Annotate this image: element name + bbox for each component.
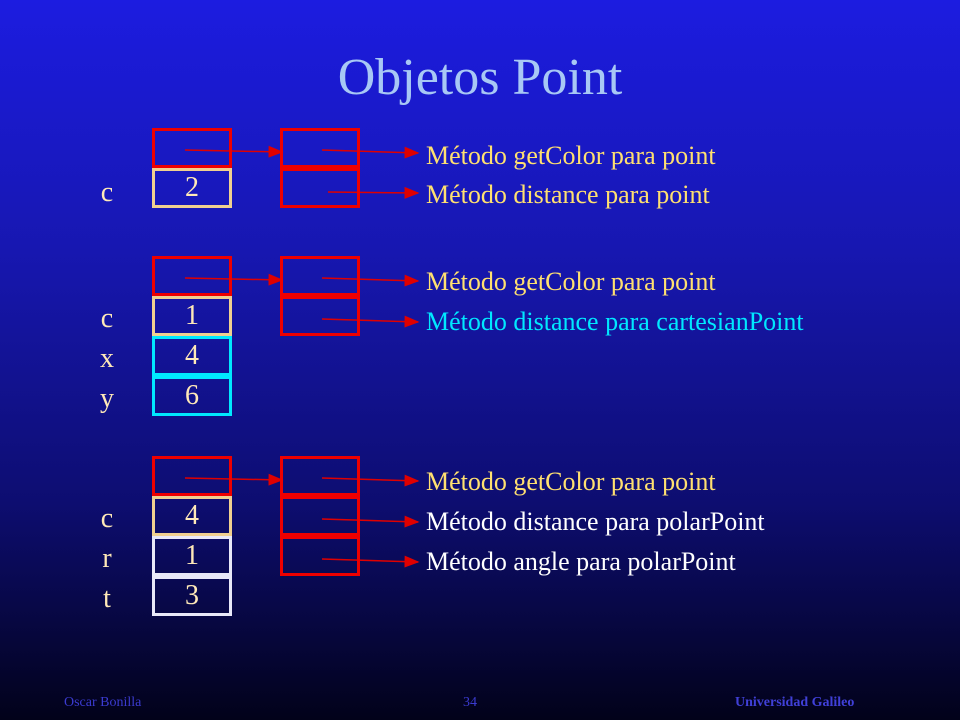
- field-value-r: 1: [152, 536, 232, 576]
- field-name-t: t: [103, 583, 111, 614]
- method-label: Método getColor para point: [426, 141, 716, 170]
- field-value-c: 2: [152, 168, 232, 208]
- method-label: Método distance para cartesianPoint: [426, 307, 804, 336]
- method-label: Método getColor para point: [426, 267, 716, 296]
- vptr-arrow-1: [184, 145, 284, 158]
- method-label: Método angle para polarPoint: [426, 547, 736, 576]
- vtable-slot: [280, 536, 360, 576]
- vptr-cell-3: [152, 456, 232, 496]
- vptr-cell-1: [152, 128, 232, 168]
- method-arrow-1-1: [321, 146, 420, 159]
- vtable-slot: [280, 128, 360, 168]
- method-label: Método getColor para point: [426, 467, 716, 496]
- method-label: Método distance para polarPoint: [426, 507, 765, 536]
- vtable-slot: [280, 296, 360, 336]
- vtable-slot: [280, 256, 360, 296]
- method-label: Método distance para point: [426, 180, 710, 209]
- field-name-c: c: [100, 503, 114, 534]
- method-arrow-2-1: [321, 274, 420, 287]
- field-value-t: 3: [152, 576, 232, 616]
- vtable-slot: [280, 496, 360, 536]
- vptr-cell-2: [152, 256, 232, 296]
- method-arrow-1-2: [327, 186, 420, 199]
- field-value-x: 4: [152, 336, 232, 376]
- vptr-arrow-3: [184, 473, 284, 486]
- field-name-y: y: [100, 383, 114, 414]
- field-name-r: r: [102, 543, 112, 574]
- method-arrow-2-2: [321, 315, 420, 328]
- method-arrow-3-3: [321, 555, 420, 568]
- field-name-c: c: [100, 177, 114, 208]
- footer-page-number: 34: [463, 695, 477, 710]
- vptr-arrow-2: [184, 273, 284, 286]
- footer-institution: Universidad Galileo: [735, 695, 855, 710]
- field-value-y: 6: [152, 376, 232, 416]
- method-arrow-3-2: [321, 515, 420, 528]
- field-name-c: c: [100, 303, 114, 334]
- vtable-slot: [280, 168, 360, 208]
- field-value-c: 1: [152, 296, 232, 336]
- field-name-x: x: [100, 343, 114, 374]
- slide-title: Objetos Point: [337, 49, 623, 106]
- method-arrow-3-1: [321, 474, 420, 487]
- footer-author: Oscar Bonilla: [64, 695, 142, 710]
- field-value-c: 4: [152, 496, 232, 536]
- vtable-slot: [280, 456, 360, 496]
